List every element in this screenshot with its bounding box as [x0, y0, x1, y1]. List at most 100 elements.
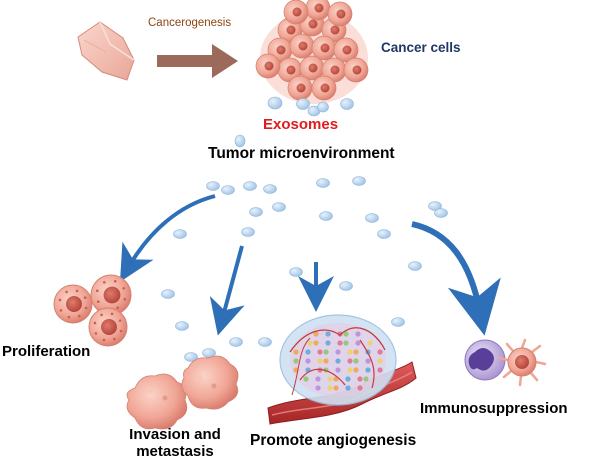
- tumor-cell-dot: [363, 376, 369, 382]
- tumor-cell-dot: [337, 331, 343, 337]
- exosome-vesicle-icon: [377, 229, 391, 239]
- exosome-vesicle-icon: [352, 176, 366, 186]
- exosome-vesicle-icon: [184, 352, 198, 362]
- immune-cell-icon: [464, 338, 547, 387]
- tumor-cell-dot: [377, 349, 383, 355]
- cell-granule: [102, 280, 106, 284]
- tumor-cell-dot: [343, 331, 349, 337]
- exosome-vesicle-icon: [241, 227, 255, 237]
- tumor-cell-dot: [293, 349, 299, 355]
- invasion-label-line2: metastasis: [136, 443, 214, 461]
- tumor-cell-dot: [343, 340, 349, 346]
- cell-granule: [67, 315, 71, 319]
- tumor-cell-dot: [367, 340, 373, 346]
- tumor-microenvironment-label: Tumor microenvironment: [208, 145, 395, 162]
- cell-granule: [58, 298, 62, 302]
- exosomes-label: Exosomes: [263, 116, 339, 133]
- tumor-cell-dot: [345, 376, 351, 382]
- tumor-exosomes: [234, 96, 354, 148]
- tumor-cell-dot: [307, 340, 313, 346]
- exosome-vesicle-icon: [317, 101, 329, 113]
- tumor-cell-dot: [357, 385, 363, 391]
- invasion-label-line1: Invasion and: [129, 426, 221, 443]
- exosome-vesicle-icon: [267, 96, 283, 110]
- tumor-cell-dot: [325, 331, 331, 337]
- tumor-cell-nucleus: [296, 83, 306, 93]
- cell-granule: [113, 337, 116, 341]
- exosome-vesicle-icon: [408, 261, 422, 271]
- exosome-vesicle-icon: [340, 98, 354, 110]
- cell-granule: [110, 312, 114, 316]
- tumor-cell-dot: [377, 367, 383, 373]
- tumor-cell-nucleus: [352, 65, 362, 75]
- tumor-cell-nucleus: [336, 9, 346, 19]
- cell-granule: [75, 289, 79, 293]
- tumor-cell-dot: [293, 358, 299, 364]
- tumor-cell-dot: [357, 376, 363, 382]
- exosome-vesicle-icon: [365, 213, 379, 223]
- tumor-cell-dot: [317, 349, 323, 355]
- exosome-vesicle-icon: [175, 321, 189, 331]
- angiogenesis-label: Promote angiogenesis: [250, 432, 417, 449]
- tumor-cell-dot: [323, 358, 329, 364]
- proliferation-label: Proliferation: [2, 343, 91, 360]
- exosome-vesicle-icon: [221, 185, 235, 195]
- exosome-vesicle-icon: [249, 207, 263, 217]
- carcinogenesis-arrow: [157, 44, 238, 78]
- cell-granule: [118, 319, 122, 322]
- invasion-metastasis-label: Invasion and metastasis: [120, 426, 230, 461]
- exosome-vesicle-icon: [161, 289, 175, 299]
- cell-granule: [95, 289, 99, 293]
- exosome-vesicle-icon: [296, 98, 310, 110]
- tumor-cell-dot: [313, 331, 319, 337]
- tumor-cell-dot: [335, 367, 341, 373]
- cell-granule: [94, 332, 98, 335]
- exosome-vesicle-icon: [229, 337, 243, 347]
- exosome-vesicle-icon: [316, 178, 330, 188]
- tumor-cell-nucleus: [276, 45, 286, 55]
- tumor-cell-dot: [317, 367, 323, 373]
- tumor-cell-nucleus: [330, 25, 340, 35]
- tumor-cell-dot: [335, 358, 341, 364]
- tumor-cell-nucleus: [308, 63, 318, 73]
- cell-granule: [84, 306, 88, 310]
- cell-granule: [113, 279, 117, 283]
- tumor-cell-nucleus: [264, 61, 274, 71]
- exosome-vesicle-icon: [243, 181, 257, 191]
- cell-granule: [116, 306, 120, 310]
- cell-granule: [96, 300, 100, 304]
- arrow-to-proliferation: [119, 194, 216, 282]
- tumor-cell-dot: [305, 358, 311, 364]
- cell-granule: [59, 309, 63, 312]
- immunosuppression-label: Immunosuppression: [420, 400, 568, 417]
- tumor-cell-dot: [313, 340, 319, 346]
- tumor-cell-nucleus: [286, 25, 296, 35]
- cell-granule: [93, 321, 97, 325]
- tumor-cell-dot: [333, 376, 339, 382]
- proliferating-cell-nucleus: [101, 319, 117, 335]
- tumor-cell-dot: [317, 358, 323, 364]
- exosome-vesicle-icon: [206, 181, 220, 191]
- exosome-vesicle-icon: [289, 267, 303, 277]
- tumor-cell-dot: [347, 367, 353, 373]
- exosome-vesicle-icon: [391, 317, 405, 327]
- tumor-cell-dot: [345, 385, 351, 391]
- invading-cells-icon: [126, 355, 239, 430]
- tumor-cell-dot: [377, 358, 383, 364]
- tumor-cell-nucleus: [330, 65, 340, 75]
- tumor-cell-dot: [325, 340, 331, 346]
- tumor-cell-dot: [365, 367, 371, 373]
- arrow-to-immunosuppression: [411, 221, 501, 336]
- exosome-vesicle-icon: [339, 281, 353, 291]
- cell-granule: [78, 314, 81, 318]
- exosome-vesicle-icon: [434, 208, 448, 218]
- tumor-cell-nucleus: [308, 19, 318, 29]
- effect-arrows: [119, 194, 501, 336]
- blood-vessel-icon: [267, 314, 417, 425]
- cell-granule: [83, 296, 87, 299]
- tumor-cell-nucleus: [298, 41, 308, 51]
- tumor-cell-dot: [327, 376, 333, 382]
- tumor-cell-dot: [347, 349, 353, 355]
- tumor-cell-nucleus: [320, 43, 330, 53]
